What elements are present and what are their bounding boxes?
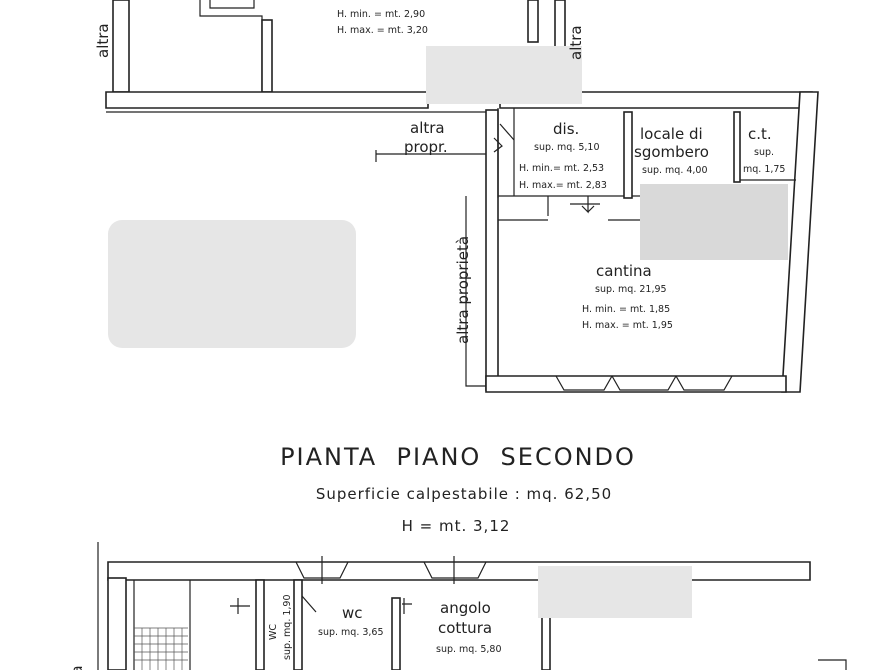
wc-small-name: WC bbox=[268, 624, 279, 640]
plan-title: PIANTA PIANO SECONDO bbox=[280, 443, 636, 471]
top-left-neighbor: altra bbox=[94, 23, 112, 58]
second-floor-fragment: altra WC sup. mq. 1,90 wc sup. mq. 3,65 … bbox=[68, 542, 847, 670]
cantina-name: cantina bbox=[596, 262, 652, 280]
blurred-area-left bbox=[108, 220, 356, 348]
staircase bbox=[133, 580, 191, 670]
top-h-max: H. max. = mt. 3,20 bbox=[337, 25, 428, 36]
locale-area: sup. mq. 4,00 bbox=[642, 165, 708, 176]
wc-small-area: sup. mq. 1,90 bbox=[282, 594, 293, 660]
plan-surface: Superficie calpestabile : mq. 62,50 bbox=[316, 485, 612, 503]
blurred-area-top bbox=[426, 46, 582, 104]
angolo-name-1: angolo bbox=[440, 599, 491, 617]
plan-height: H = mt. 3,12 bbox=[402, 517, 511, 535]
blurred-area-middle bbox=[640, 184, 788, 260]
neighbor-altra-proprieta: altra proprietà bbox=[454, 236, 472, 344]
ct-area-1: sup. bbox=[754, 147, 774, 158]
dis-area: sup. mq. 5,10 bbox=[534, 142, 600, 153]
cantina-h-min: H. min. = mt. 1,85 bbox=[582, 304, 670, 315]
blurred-area-bottom bbox=[538, 566, 692, 618]
cantina-area: sup. mq. 21,95 bbox=[595, 284, 667, 295]
top-h-min: H. min. = mt. 2,90 bbox=[337, 9, 425, 20]
wc-area: sup. mq. 3,65 bbox=[318, 627, 384, 638]
angolo-name-2: cottura bbox=[438, 619, 492, 637]
cantina-windows bbox=[555, 375, 733, 391]
ct-name: c.t. bbox=[748, 125, 772, 143]
ct-area-2: mq. 1,75 bbox=[743, 164, 785, 175]
cantina-h-max: H. max. = mt. 1,95 bbox=[582, 320, 673, 331]
bottom-left-neighbor: altra bbox=[68, 665, 86, 670]
neighbor-propr: propr. bbox=[404, 138, 448, 156]
locale-name-1: locale di bbox=[640, 125, 703, 143]
dis-name: dis. bbox=[553, 120, 579, 138]
plan-heading: PIANTA PIANO SECONDO Superficie calpesta… bbox=[280, 443, 636, 535]
locale-name-2: sgombero bbox=[634, 143, 709, 161]
dis-h-max: H. max.= mt. 2,83 bbox=[519, 180, 607, 191]
neighbor-altra: altra bbox=[410, 119, 445, 137]
middle-floor-fragment: altra propr. altra proprietà dis. sup. m… bbox=[106, 91, 819, 393]
top-right-neighbor: altra bbox=[567, 25, 585, 60]
dis-h-min: H. min.= mt. 2,53 bbox=[519, 163, 604, 174]
wc-name: wc bbox=[342, 604, 363, 622]
angolo-area: sup. mq. 5,80 bbox=[436, 644, 502, 655]
top-floor-fragment: H. min. = mt. 2,90 H. max. = mt. 3,20 al… bbox=[94, 0, 813, 109]
